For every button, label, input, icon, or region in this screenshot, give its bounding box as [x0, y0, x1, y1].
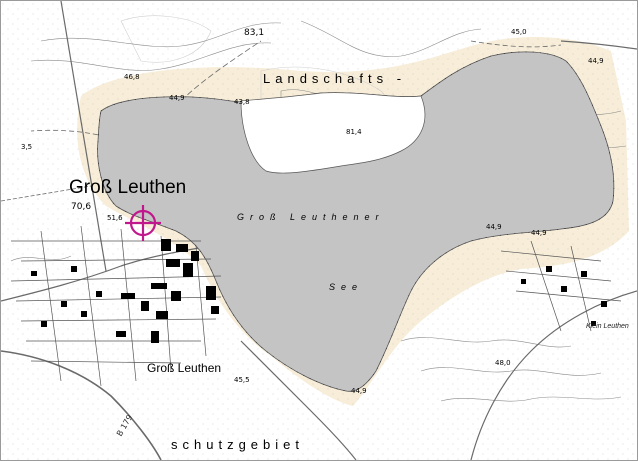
elevation-label: 70,6 [71, 202, 92, 212]
elevation-label: 44,9 [588, 57, 604, 65]
crosshair-circle-icon[interactable] [125, 205, 161, 241]
region-label-top: Landschafts - [263, 71, 407, 86]
elevation-label: 44,9 [169, 94, 185, 102]
elevation-label: 43,8 [234, 98, 250, 106]
elevation-label: 3,5 [21, 143, 33, 151]
elevation-label: 46,8 [124, 73, 140, 81]
elevation-label: 45,5 [234, 376, 250, 384]
elevation-label: 45,0 [511, 28, 527, 36]
place-label-town: Groß Leuthen [147, 361, 222, 375]
place-label-main: Groß Leuthen [69, 177, 187, 198]
elevation-label: 81,4 [346, 128, 362, 136]
peninsula-north [240, 92, 426, 174]
region-label-bottom: schutzgebiet [171, 437, 304, 452]
elevation-label: 44,9 [486, 223, 502, 231]
elevation-label: 51,6 [107, 214, 123, 222]
lake-label-2: See [329, 282, 364, 292]
buildings [31, 239, 607, 343]
elevation-label: 48,0 [495, 359, 511, 367]
place-label-small: Klein Leuthen [586, 323, 629, 330]
lake-label-1: Groß Leuthener [237, 212, 385, 222]
town-streets [10, 225, 622, 387]
elevation-label: 44,9 [351, 387, 367, 395]
elevation-label: 83,1 [244, 28, 265, 38]
elevation-label: 44,9 [531, 229, 547, 237]
